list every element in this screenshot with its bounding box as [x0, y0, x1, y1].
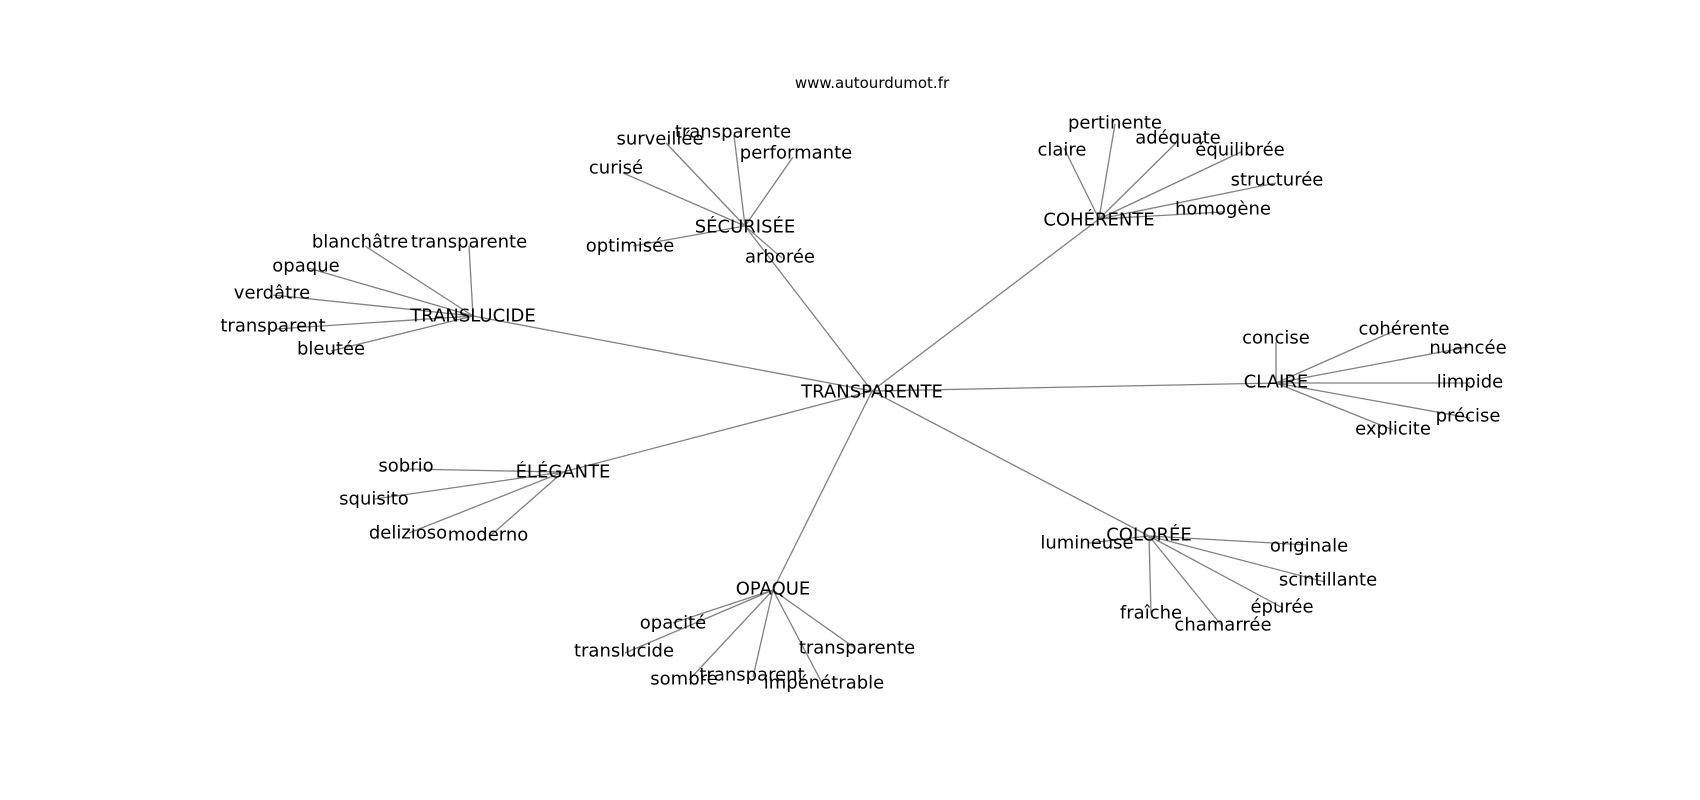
- edge-securisee-arboree-5: [744, 225, 783, 259]
- hub-label-coherente: COHÉRENTE: [1043, 209, 1154, 231]
- edge-securisee-performante-2: [744, 156, 794, 227]
- center-label: TRANSPARENTE: [800, 382, 943, 403]
- edge-opaque-impenetrable-4: [772, 589, 823, 684]
- edge-translucide-transparente-1: [468, 245, 474, 317]
- leaf-label-claire-coherente-1: cohérente: [1358, 319, 1449, 340]
- leaf-label-securisee-performante-2: performante: [740, 143, 852, 164]
- edge-securisee-transparente-1: [733, 134, 746, 227]
- leaf-label-translucide-opaque-2: opaque: [272, 256, 339, 277]
- edge-securisee-curise-3: [622, 172, 746, 227]
- leaf-label-elegante-moderno-3: moderno: [448, 525, 529, 546]
- edge-translucide-blanchatre-0: [364, 245, 474, 317]
- edges-layer: [272, 123, 1471, 684]
- edge-center-coloree: [871, 390, 1150, 537]
- leaf-label-coloree-epuree-3: épurée: [1250, 597, 1313, 618]
- leaf-label-claire-nuancee-2: nuancée: [1429, 338, 1506, 359]
- leaf-label-opaque-transparente-5: transparente: [799, 638, 915, 659]
- edge-center-elegante: [562, 390, 873, 473]
- edge-claire-explicite-5: [1275, 382, 1394, 431]
- edge-coloree-epuree-3: [1148, 535, 1284, 609]
- leaf-label-securisee-curise-3: curisé: [589, 158, 643, 179]
- leaf-label-coloree-originale-1: originale: [1270, 536, 1348, 557]
- edge-elegante-squisito-1: [374, 471, 564, 500]
- leaf-label-coherente-homogene-5: homogène: [1175, 199, 1271, 220]
- leaf-label-claire-limpide-3: limpide: [1437, 372, 1503, 393]
- edge-translucide-verdatre-3: [272, 294, 474, 317]
- edge-center-opaque: [772, 390, 873, 591]
- leaf-label-claire-explicite-5: explicite: [1355, 419, 1431, 440]
- edge-claire-precise-4: [1275, 382, 1471, 419]
- hub-label-securisee: SÉCURISÉE: [695, 216, 796, 238]
- leaf-label-elegante-squisito-1: squisito: [339, 489, 409, 510]
- edge-translucide-opaque-2: [307, 267, 474, 317]
- leaf-label-opaque-transparent-3: transparent: [699, 665, 804, 686]
- edge-opaque-transparent-3: [752, 589, 774, 678]
- leaf-label-coherente-claire-1: claire: [1037, 140, 1086, 161]
- edge-securisee-surveillee-0: [665, 142, 746, 227]
- hub-label-coloree: COLORÉE: [1106, 524, 1192, 546]
- leaf-label-securisee-transparente-1: transparente: [675, 122, 791, 143]
- edge-coherente-equilibree-3: [1098, 151, 1242, 220]
- edge-coloree-originale-1: [1148, 535, 1309, 546]
- edge-center-translucide: [472, 315, 873, 392]
- leaf-label-opaque-sombre-2: sombre: [650, 669, 717, 690]
- leaf-label-coloree-chamarree-5: chamarrée: [1174, 615, 1271, 636]
- leaf-label-coherente-adequate-2: adéquate: [1135, 128, 1221, 149]
- edge-translucide-transparent-4: [275, 315, 474, 330]
- leaf-label-coloree-fraiche-4: fraîche: [1120, 603, 1182, 624]
- edge-coloree-lumineuse-0: [1088, 535, 1150, 544]
- edge-center-claire: [871, 382, 1277, 392]
- edge-coherente-homogene-5: [1098, 211, 1224, 220]
- edge-coherente-adequate-2: [1098, 142, 1177, 220]
- edge-center-coherente: [871, 218, 1100, 392]
- hub-label-elegante: ÉLÉGANTE: [516, 461, 611, 483]
- edge-coherente-pertinente-0: [1098, 123, 1116, 220]
- edge-center-securisee: [744, 225, 873, 392]
- edge-coherente-claire-1: [1063, 147, 1100, 220]
- hub-label-opaque: OPAQUE: [736, 579, 811, 600]
- leaf-label-coherente-equilibree-3: équilibrée: [1195, 140, 1285, 161]
- leaf-label-opaque-translucide-1: translucide: [574, 641, 674, 662]
- leaf-label-coherente-structuree-4: structurée: [1231, 170, 1324, 191]
- leaf-label-claire-concise-0: concise: [1242, 328, 1310, 349]
- edge-coloree-chamarree-5: [1148, 535, 1223, 627]
- labels-layer: surveilléetransparenteperformantecuriséo…: [220, 113, 1506, 694]
- edge-opaque-sombre-2: [688, 589, 774, 681]
- edge-coherente-structuree-4: [1098, 182, 1277, 220]
- edge-elegante-sobrio-0: [405, 468, 564, 473]
- source-label: www.autourdumot.fr: [795, 74, 950, 92]
- edge-translucide-bleutee-5: [330, 315, 474, 352]
- edge-coloree-fraiche-4: [1148, 535, 1152, 614]
- edge-coloree-scintillante-2: [1148, 535, 1326, 583]
- leaf-label-translucide-transparent-4: transparent: [220, 316, 325, 337]
- edge-elegante-delizioso-2: [408, 471, 564, 534]
- edge-opaque-opacite-0: [672, 589, 774, 624]
- edge-opaque-translucide-1: [624, 589, 774, 654]
- leaf-label-securisee-optimisee-4: optimisée: [586, 236, 675, 257]
- edge-opaque-transparente-5: [772, 589, 856, 649]
- edge-claire-nuancee-2: [1275, 346, 1469, 384]
- leaf-label-coloree-lumineuse-0: lumineuse: [1040, 533, 1133, 554]
- leaf-label-translucide-bleutee-5: bleutée: [297, 339, 365, 360]
- leaf-label-opaque-impenetrable-4: impénétrable: [764, 673, 885, 694]
- leaf-label-coloree-scintillante-2: scintillante: [1279, 570, 1377, 591]
- leaf-label-translucide-transparente-1: transparente: [411, 232, 527, 253]
- leaf-label-coherente-pertinente-0: pertinente: [1068, 113, 1162, 134]
- leaf-label-securisee-surveillee-0: surveillée: [616, 129, 703, 150]
- leaf-label-translucide-blanchatre-0: blanchâtre: [312, 232, 408, 253]
- edge-elegante-moderno-3: [489, 471, 564, 537]
- leaf-label-translucide-verdatre-3: verdâtre: [234, 283, 310, 304]
- leaf-label-opaque-opacite-0: opacité: [640, 613, 707, 634]
- leaf-label-elegante-delizioso-2: delizioso: [369, 523, 447, 544]
- leaf-label-claire-precise-4: précise: [1436, 406, 1501, 427]
- leaf-label-securisee-arboree-5: arborée: [745, 247, 815, 268]
- hub-label-translucide: TRANSLUCIDE: [409, 306, 535, 327]
- hub-label-claire: CLAIRE: [1244, 372, 1309, 393]
- edge-securisee-optimisee-4: [632, 225, 746, 247]
- leaf-label-elegante-sobrio-0: sobrio: [378, 456, 433, 477]
- edge-claire-coherente-1: [1275, 330, 1395, 384]
